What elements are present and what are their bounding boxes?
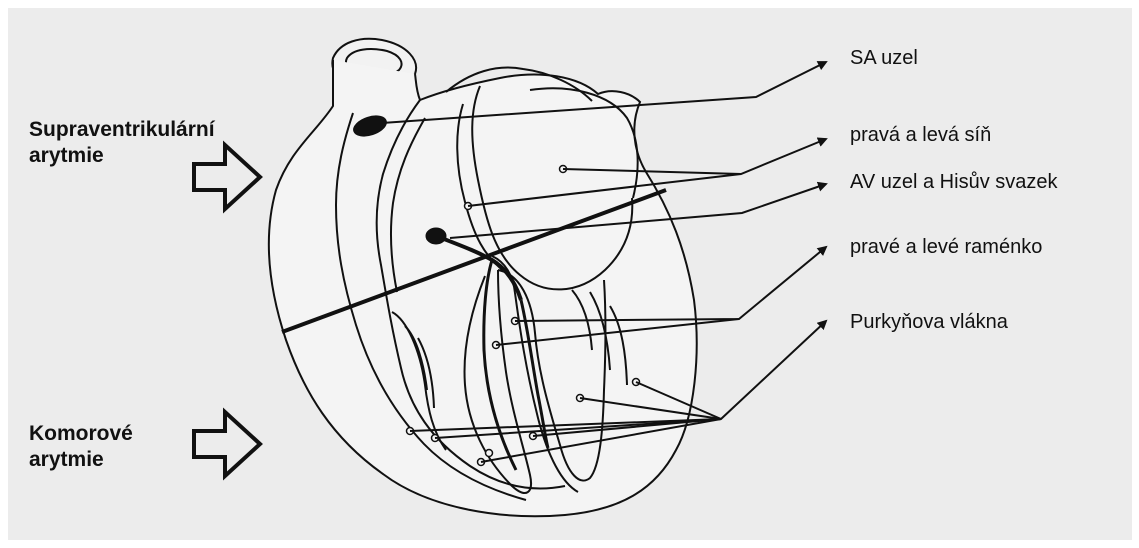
supraventricular-arrhythmia-label: Supraventrikulární arytmie [29, 117, 215, 170]
label-bundle-branches: pravé a levé raménko [850, 237, 1042, 257]
ventricular-line-2: arytmie [29, 447, 133, 473]
label-sa-node: SA uzel [850, 48, 918, 68]
label-av-node: AV uzel a Hisův svazek [850, 172, 1058, 192]
label-atria: pravá a levá síň [850, 125, 991, 145]
heart-diagram-icon [269, 39, 697, 516]
right-arrow-icon [194, 412, 260, 476]
supraventricular-line-1: Supraventrikulární [29, 117, 215, 143]
ventricular-arrhythmia-label: Komorové arytmie [29, 421, 133, 474]
ventricular-line-1: Komorové [29, 421, 133, 447]
av-node-marker [426, 228, 446, 244]
supraventricular-line-2: arytmie [29, 143, 215, 169]
label-purkinje: Purkyňova vlákna [850, 312, 1008, 332]
